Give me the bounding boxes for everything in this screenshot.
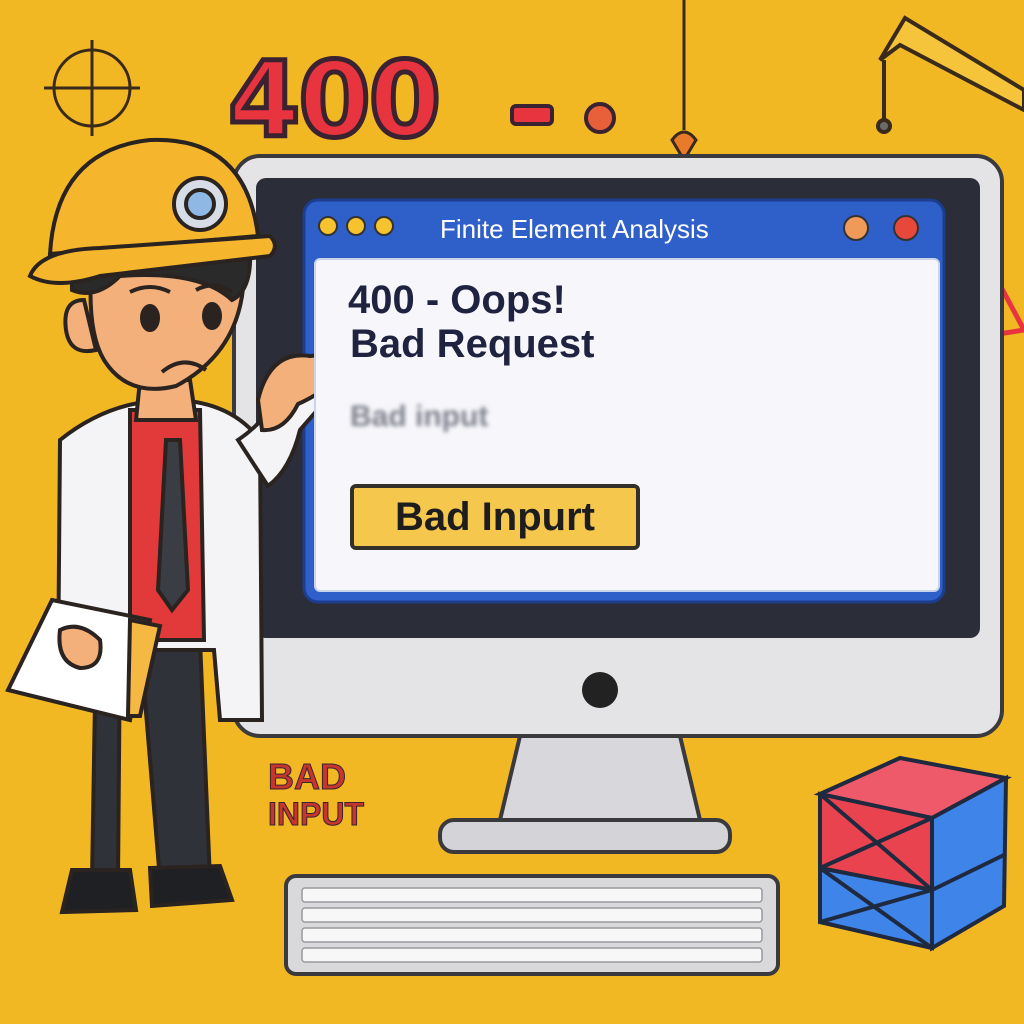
window-buttons-right[interactable] <box>843 215 919 241</box>
blurred-input-text: Bad input <box>350 400 489 433</box>
window-title: Finite Element Analysis <box>440 214 709 244</box>
window-buttons-left[interactable] <box>318 216 394 236</box>
error-message-subtitle: Bad Request <box>350 322 595 366</box>
error-message-title: 400 - Oops! <box>348 278 566 322</box>
crane-icon <box>876 15 1024 134</box>
heading-dot <box>584 102 616 134</box>
hard-hat-icon <box>27 137 277 285</box>
crosshair-icon <box>44 40 140 136</box>
camera-dot <box>582 672 618 708</box>
bad-input-button[interactable]: Bad Inpurt <box>350 484 640 550</box>
heading-dash <box>510 104 554 126</box>
keyboard-icon <box>284 874 780 976</box>
error-code-heading: 400 <box>225 39 443 161</box>
side-label-line1: BAD <box>268 756 347 798</box>
pendulum-icon <box>670 0 698 163</box>
cube-icon <box>813 755 1012 952</box>
side-label-line2: INPUT <box>268 796 365 833</box>
